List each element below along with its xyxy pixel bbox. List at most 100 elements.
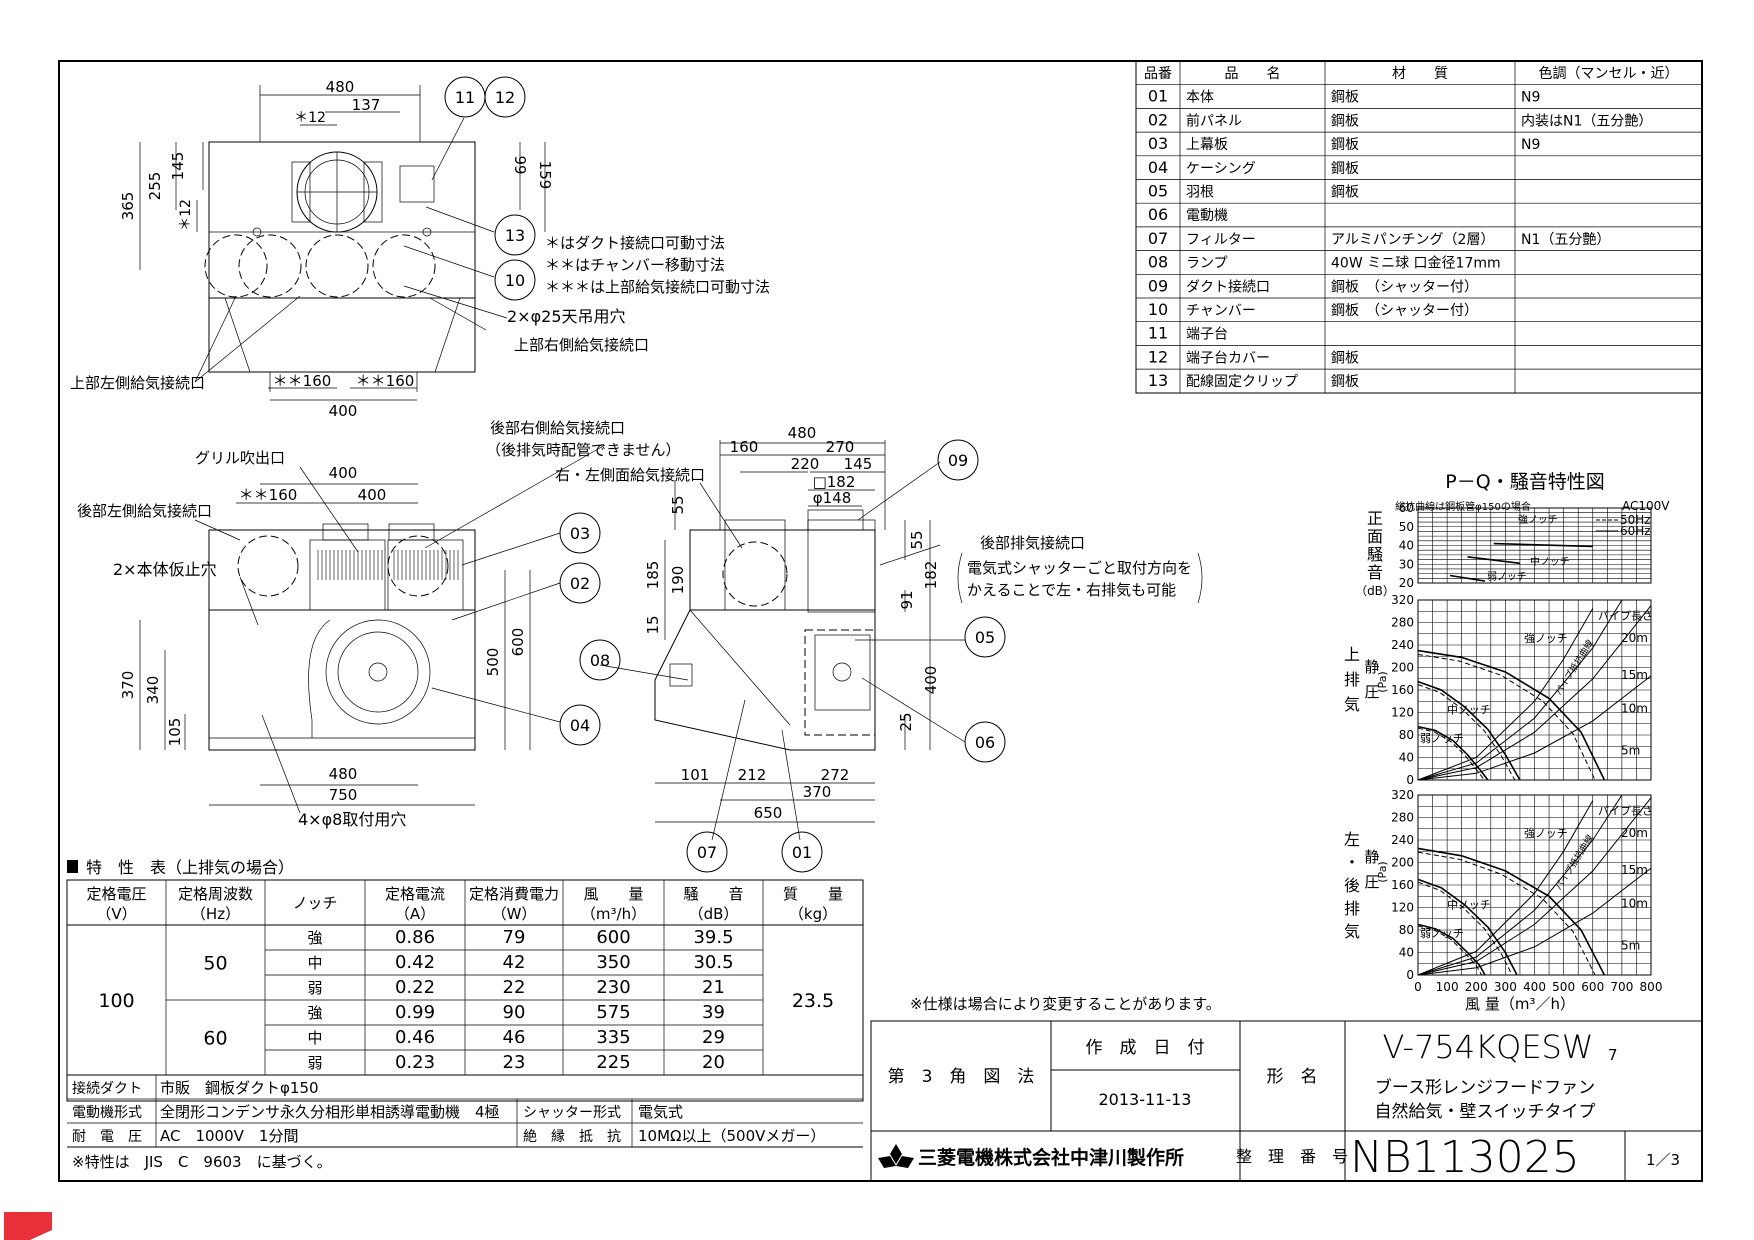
spec-info-label: 接続ダクト [72, 1080, 142, 1097]
dim-side-370: 370 [803, 783, 832, 801]
pq-y-tick: 160 [1391, 683, 1414, 697]
note-3: ＊＊＊は上部給気接続口可動寸法 [545, 278, 770, 296]
pq-noise-notch-label: 弱ノッチ [1487, 571, 1527, 583]
svg-text:04: 04 [570, 716, 590, 735]
pq-series-line [1417, 725, 1489, 781]
pq-y-tick: 0 [1406, 773, 1414, 787]
dim-side-145: 145 [844, 455, 873, 473]
pq-y-tick: 40 [1399, 946, 1414, 960]
dim-top-160b: ＊＊160 [356, 372, 415, 390]
parts-cell: 端子台カバー [1186, 350, 1270, 366]
pq-series-line-50hz [1417, 881, 1513, 976]
pq-pipe-length: 15m [1621, 668, 1648, 682]
parts-cell: 鋼板 [1331, 113, 1359, 129]
upper-exhaust-char-3: 気 [1344, 695, 1360, 714]
pq-x-tick: 100 [1436, 980, 1459, 994]
parts-cell: 13 [1148, 371, 1168, 390]
pq-notch-label: 強ノッチ [1524, 827, 1568, 840]
parts-cell: 12 [1148, 347, 1168, 366]
parts-cell: ケーシング [1186, 161, 1256, 177]
dim-front-340: 340 [144, 676, 162, 705]
model-label: 形 名 [1267, 1067, 1318, 1087]
pq-pipe-length: 5m [1621, 744, 1640, 758]
pq-x-tick: 0 [1414, 980, 1422, 994]
spec-cell: 225 [596, 1052, 630, 1073]
title-block: ※仕様は場合により変更することがあります。 第 3 角 図 法 作 成 日 付 … [870, 995, 1703, 1183]
parts-cell: N9 [1521, 137, 1540, 153]
pq-series-line [1417, 800, 1594, 976]
spec-cell: 29 [702, 1027, 725, 1048]
legend-50hz: 50Hz [1620, 513, 1651, 527]
parts-header-2: 材 質 [1392, 66, 1448, 82]
lower-exhaust-char-3: 後 [1344, 876, 1360, 895]
dim-side-55b: 55 [908, 530, 926, 549]
parts-cell: 02 [1148, 110, 1168, 129]
spec-cell: 0.23 [395, 1052, 435, 1073]
parts-cell: 鋼板 （シャッター付） [1331, 303, 1478, 319]
parts-header-1: 品 名 [1225, 66, 1281, 82]
spec-info-value: AC 1000V 1分間 [160, 1127, 298, 1145]
label-upper-left-supply: 上部左側給気接続口 [70, 374, 205, 392]
creation-date: 2013-11-13 [1099, 1090, 1192, 1109]
pq-pipe-length: 5m [1621, 939, 1640, 953]
dim-side-270: 270 [826, 438, 855, 456]
dim-front-600: 600 [509, 628, 527, 657]
parts-cell: 03 [1148, 134, 1168, 153]
parts-cell: チャンバー [1186, 303, 1256, 319]
svg-text:12: 12 [495, 88, 515, 107]
side-view: 右・左側面給気接続口 後部排気接続口 電気式シャッターごと取付方向を かえること… [555, 424, 1203, 873]
dim-top-365: 365 [119, 192, 137, 221]
dim-side-91: 91 [898, 590, 916, 609]
pq-series-line [1449, 574, 1486, 582]
label-rear-right-supply: 後部右側給気接続口 [490, 419, 625, 437]
parts-cell: 鋼板 [1331, 374, 1359, 390]
dim-side-185: 185 [644, 561, 662, 590]
page-number: 1／3 [1646, 1151, 1680, 1169]
dim-side-55a: 55 [669, 495, 687, 514]
pq-x-tick: 500 [1552, 980, 1575, 994]
dim-front-480: 480 [329, 765, 358, 783]
label-upper-right-supply: 上部右側給気接続口 [514, 336, 649, 354]
spec-header-unit: （Hz） [191, 905, 240, 923]
spec-jis-note: ※特性は JIS C 9603 に基づく。 [72, 1153, 332, 1171]
pq-y-tick: 40 [1399, 539, 1414, 553]
parts-cell: 06 [1148, 205, 1168, 224]
parts-cell: 40W ミニ球 口金径17mm [1331, 256, 1501, 272]
spec-cell: 42 [503, 952, 526, 973]
parts-cell: 本体 [1186, 90, 1214, 106]
parts-cell: 10 [1148, 300, 1168, 319]
spec-header-unit: （dB） [689, 905, 739, 923]
dim-front-400b: 400 [358, 486, 387, 504]
spec-frequency: 60 [203, 1028, 227, 1050]
pq-x-tick: 800 [1640, 980, 1663, 994]
legend-60hz: 60Hz [1620, 524, 1651, 538]
pq-series-line [1417, 680, 1521, 781]
dim-front-160: ＊＊160 [239, 486, 298, 504]
pq-pipe-length: 20m [1621, 826, 1648, 840]
callout-05: 05 [964, 616, 1006, 658]
product-description-1: ブース形レンジフードファン [1375, 1077, 1595, 1098]
parts-cell: 羽根 [1186, 185, 1214, 201]
pq-series-line [1417, 675, 1652, 781]
svg-text:11: 11 [455, 88, 475, 107]
dim-top-137: 137 [352, 96, 381, 114]
dim-side-182sq: □182 [813, 473, 856, 491]
pq-series-line [1417, 847, 1606, 976]
spec-cell: 弱 [307, 979, 322, 997]
dim-front-105: 105 [166, 718, 184, 747]
spec-header-unit: （W） [492, 905, 537, 923]
pq-y-tick: 30 [1399, 557, 1414, 571]
pq-pipe-length: 10m [1621, 897, 1648, 911]
spec-info-label: シャッター形式 [523, 1105, 621, 1121]
lower-pa-unit: (Pa) [1376, 861, 1389, 882]
dim-side-212: 212 [738, 766, 767, 784]
svg-text:06: 06 [975, 733, 995, 752]
spec-header: 定格周波数 [178, 885, 253, 903]
parts-cell: 鋼板 [1331, 161, 1359, 177]
pq-chart-title: P－Q・騒音特性図 [1445, 471, 1604, 493]
pq-series-line-50hz [1417, 654, 1596, 781]
parts-cell: 端子台 [1186, 327, 1228, 343]
label-side-supply: 右・左側面給気接続口 [555, 466, 705, 484]
upper-exhaust-char-1: 上 [1344, 645, 1360, 664]
